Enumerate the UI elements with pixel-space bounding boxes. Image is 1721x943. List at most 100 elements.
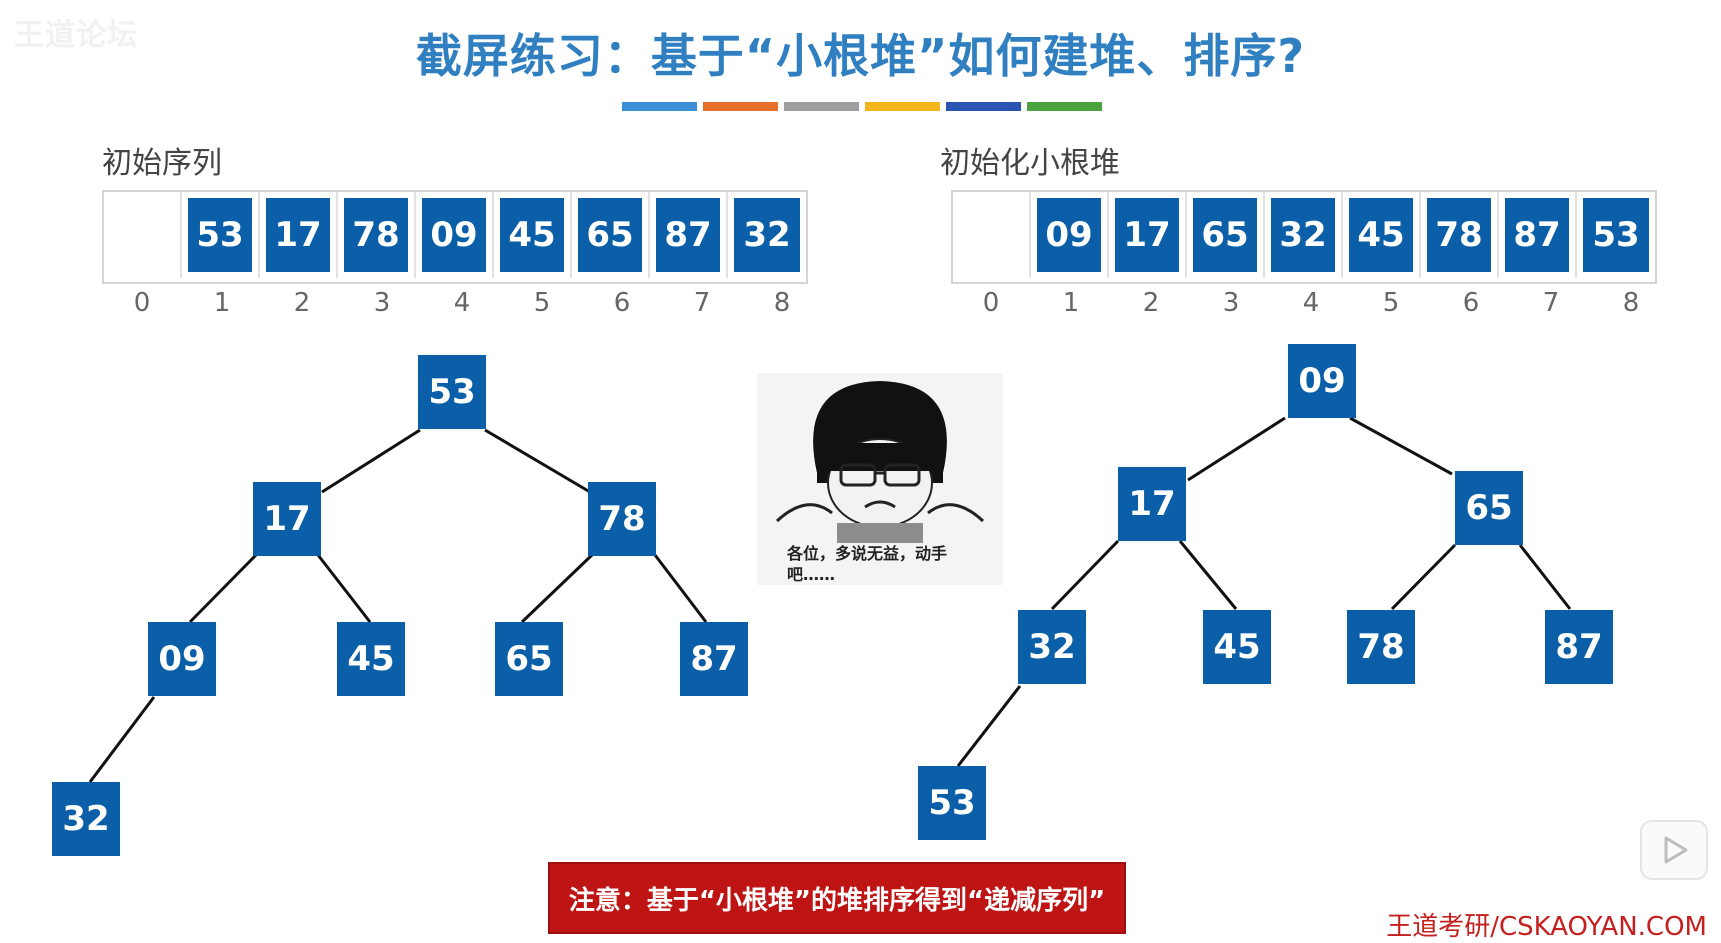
tree-node: 09 [148, 622, 216, 696]
array-cell: 45 [494, 192, 572, 278]
array-index: 5 [1382, 288, 1400, 318]
array-cell: 87 [1499, 192, 1577, 278]
play-button[interactable] [1640, 820, 1708, 880]
array-index: 1 [213, 288, 231, 318]
array-index: 6 [613, 288, 631, 318]
array-cell: 17 [260, 192, 338, 278]
array-value: 45 [1349, 198, 1413, 272]
array-index: 2 [293, 288, 311, 318]
array-cell: 32 [728, 192, 806, 278]
array-index: 7 [1542, 288, 1560, 318]
tree-node: 53 [418, 355, 486, 429]
tree-edge [321, 428, 421, 494]
array-value: 09 [1037, 198, 1101, 272]
array-cell-empty [953, 192, 1031, 278]
tree-edge [188, 553, 258, 624]
tree-node: 87 [1545, 610, 1613, 684]
brand-footer: 王道考研/CSKAOYAN.COM [1386, 912, 1707, 942]
tree-node: 17 [253, 482, 321, 556]
array-index: 3 [1222, 288, 1240, 318]
array-index: 6 [1462, 288, 1480, 318]
tree-node: 32 [1018, 610, 1086, 684]
tree-node: 45 [1203, 610, 1271, 684]
min-heap-array: 09 17 65 32 45 78 87 53 [951, 190, 1657, 284]
array-index: 7 [693, 288, 711, 318]
tree-node: 78 [1347, 610, 1415, 684]
array-cell: 78 [338, 192, 416, 278]
array-cell: 87 [650, 192, 728, 278]
meme-face-icon [775, 381, 985, 543]
initial-sequence-label: 初始序列 [102, 146, 222, 181]
array-value: 09 [422, 198, 486, 272]
array-value: 65 [578, 198, 642, 272]
array-cell: 65 [572, 192, 650, 278]
tree-node: 32 [52, 782, 120, 856]
array-index: 5 [533, 288, 551, 318]
meme-image: 各位，多说无益，动手吧…… [757, 373, 1003, 585]
tree-edge [316, 554, 372, 623]
array-value: 17 [266, 198, 330, 272]
accent-swatch [703, 102, 778, 111]
array-value: 53 [188, 198, 252, 272]
array-index: 1 [1062, 288, 1080, 318]
accent-swatch [622, 102, 697, 111]
array-cell: 53 [1577, 192, 1655, 278]
accent-swatch [1027, 102, 1102, 111]
tree-edge [1390, 543, 1457, 611]
array-cell: 32 [1265, 192, 1343, 278]
tree-node: 65 [495, 622, 563, 696]
array-cell: 78 [1421, 192, 1499, 278]
array-cell: 17 [1109, 192, 1187, 278]
tree-edge [1178, 540, 1238, 610]
array-value: 78 [1427, 198, 1491, 272]
tree-edge [956, 685, 1022, 767]
accent-swatch [784, 102, 859, 111]
tree-node: 45 [337, 622, 405, 696]
array-index: 4 [1302, 288, 1320, 318]
array-value: 32 [734, 198, 800, 272]
tree-edge [88, 696, 156, 783]
tree-node: 65 [1455, 471, 1523, 545]
tree-edge [653, 554, 708, 623]
initial-sequence-array: 53 17 78 09 45 65 87 32 [102, 190, 808, 284]
array-index: 4 [453, 288, 471, 318]
watermark: 王道论坛 [14, 18, 138, 53]
tree-edge [1187, 416, 1286, 482]
array-index: 2 [1142, 288, 1160, 318]
min-heap-label: 初始化小根堆 [940, 146, 1120, 181]
meme-caption: 各位，多说无益，动手吧…… [787, 544, 948, 584]
tree-edge [1518, 544, 1572, 610]
tree-node: 17 [1118, 467, 1186, 541]
tree-node: 09 [1288, 344, 1356, 418]
tree-edge [484, 428, 591, 494]
tree-node: 78 [588, 482, 656, 556]
array-cell: 65 [1187, 192, 1265, 278]
accent-swatch [946, 102, 1021, 111]
array-value: 45 [500, 198, 564, 272]
array-cell: 09 [1031, 192, 1109, 278]
array-value: 78 [344, 198, 408, 272]
accent-color-bar [622, 102, 1102, 111]
array-value: 32 [1271, 198, 1335, 272]
array-value: 53 [1583, 198, 1649, 272]
play-icon [1664, 836, 1688, 864]
tree-edge [520, 553, 594, 624]
array-value: 17 [1115, 198, 1179, 272]
array-index: 3 [373, 288, 391, 318]
array-index: 8 [1622, 288, 1640, 318]
array-cell: 53 [182, 192, 260, 278]
tree-edge [1050, 539, 1120, 611]
min-heap-indices: 0 1 2 3 4 5 6 7 8 [951, 288, 1671, 318]
array-index: 0 [133, 288, 151, 318]
accent-swatch [865, 102, 940, 111]
array-value: 65 [1193, 198, 1257, 272]
note-banner: 注意：基于“小根堆”的堆排序得到“递减序列” [548, 862, 1126, 934]
initial-sequence-indices: 0 1 2 3 4 5 6 7 8 [102, 288, 822, 318]
array-cell-empty [104, 192, 182, 278]
array-cell: 45 [1343, 192, 1421, 278]
array-index: 8 [773, 288, 791, 318]
array-value: 87 [656, 198, 720, 272]
tree-node: 87 [680, 622, 748, 696]
page-title: 截屏练习：基于“小根堆”如何建堆、排序? [415, 29, 1306, 83]
